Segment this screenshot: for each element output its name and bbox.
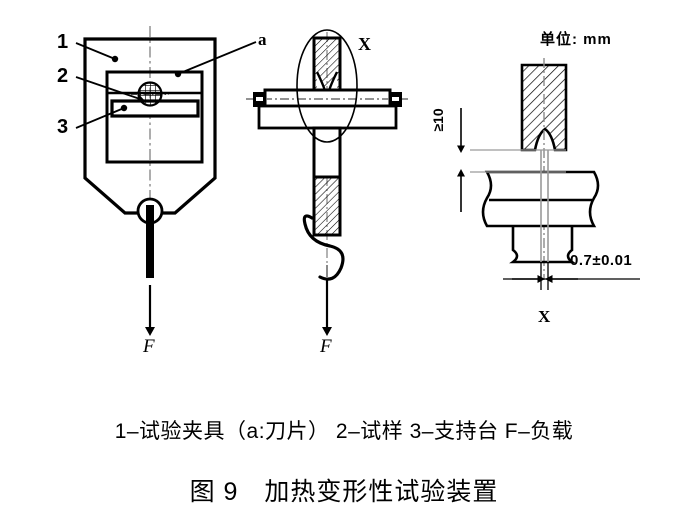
figure-legend: 1–试验夹具（a:刀片） 2–试样 3–支持台 F–负载 — [114, 420, 574, 443]
callout-label-blade-a: a — [258, 30, 267, 49]
front-view-fixture — [75, 26, 257, 336]
load-hook-wire — [302, 214, 345, 281]
fixture-body-outline — [83, 37, 217, 215]
force-label-middle: F — [320, 336, 332, 357]
holder-stem-upper — [312, 126, 342, 179]
callout-a-leader — [174, 41, 257, 78]
detail-balloon-x — [296, 29, 358, 143]
support-platform-rect — [105, 70, 204, 164]
units-note: 单位: mm — [540, 31, 612, 48]
side-view-fixture — [246, 29, 409, 336]
dim-label-blade-thickness: 0.7±0.01 — [570, 252, 633, 269]
callout-label-2: 2 — [57, 65, 69, 87]
callout-2-leader — [75, 76, 145, 102]
holder-stem-lower — [312, 175, 342, 237]
load-rod — [146, 205, 154, 278]
callout-3-leader — [75, 104, 128, 129]
detail-support-plate — [509, 226, 576, 264]
detail-mark-x: X — [358, 34, 371, 54]
figure-caption: 图 9 加热变形性试验装置 — [189, 478, 499, 506]
specimen-flange — [257, 104, 398, 130]
callout-label-1: 1 — [57, 31, 69, 53]
detail-view-x — [457, 58, 640, 290]
specimen-end-cap-right-bore — [392, 97, 399, 101]
callout-label-3: 3 — [57, 116, 69, 138]
callout-1-leader — [75, 42, 119, 63]
specimen-end-cap-left-bore — [256, 97, 263, 101]
dim-label-blade-height: ≥10 — [430, 108, 446, 132]
detail-view-title: X — [538, 307, 551, 326]
force-label-left: F — [143, 336, 155, 357]
